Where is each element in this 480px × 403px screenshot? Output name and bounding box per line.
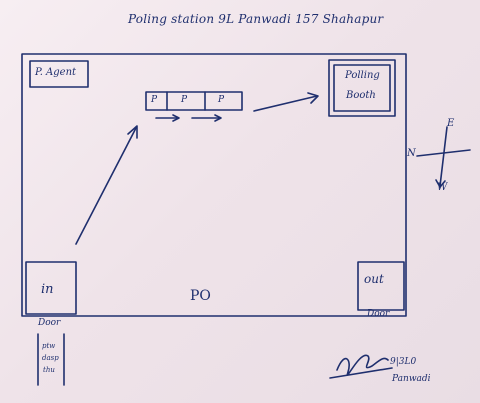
signature-scribble bbox=[336, 354, 389, 376]
po-label: PO bbox=[190, 288, 211, 304]
queue-cell-1: P bbox=[151, 95, 158, 105]
compass-west: W bbox=[437, 182, 448, 193]
polling-booth-label-line1: Polling bbox=[345, 70, 380, 81]
queue-cell-2: P bbox=[181, 95, 188, 105]
exit-door-label: Door bbox=[367, 309, 390, 319]
entry-door-label: Door bbox=[38, 318, 61, 328]
queue-flow-arrows bbox=[155, 114, 222, 122]
compass-north: N bbox=[407, 148, 416, 159]
signature-place: Panwadi bbox=[392, 374, 431, 384]
to-booth-arrow bbox=[253, 95, 318, 112]
entry-label: in bbox=[41, 282, 54, 297]
polling-agent-box bbox=[29, 60, 89, 88]
signature-code: 9|3L0 bbox=[390, 357, 417, 367]
exit-door-box bbox=[357, 261, 405, 311]
polling-booth-box-inner bbox=[333, 64, 391, 112]
polling-agent-label: P. Agent bbox=[35, 67, 77, 78]
from-entry-arrow bbox=[75, 127, 137, 245]
side-note-line2: dasp bbox=[42, 354, 59, 362]
polling-booth-box-outer bbox=[328, 59, 396, 117]
side-note-bracket bbox=[37, 333, 65, 386]
entry-door-box bbox=[25, 261, 77, 315]
compass-icon bbox=[416, 126, 471, 188]
diagram-title: Poling station 9L Panwadi 157 Shahapur bbox=[128, 12, 384, 26]
side-note-line3: thu bbox=[43, 366, 55, 374]
exit-label: out bbox=[364, 272, 384, 286]
queue-cell-3: P bbox=[218, 95, 225, 105]
side-note-line1: ptw bbox=[42, 342, 56, 350]
queue-row bbox=[145, 91, 243, 111]
polling-booth-label-line2: Booth bbox=[346, 90, 376, 101]
compass-east: E bbox=[447, 118, 455, 129]
hall-outline bbox=[21, 53, 407, 317]
